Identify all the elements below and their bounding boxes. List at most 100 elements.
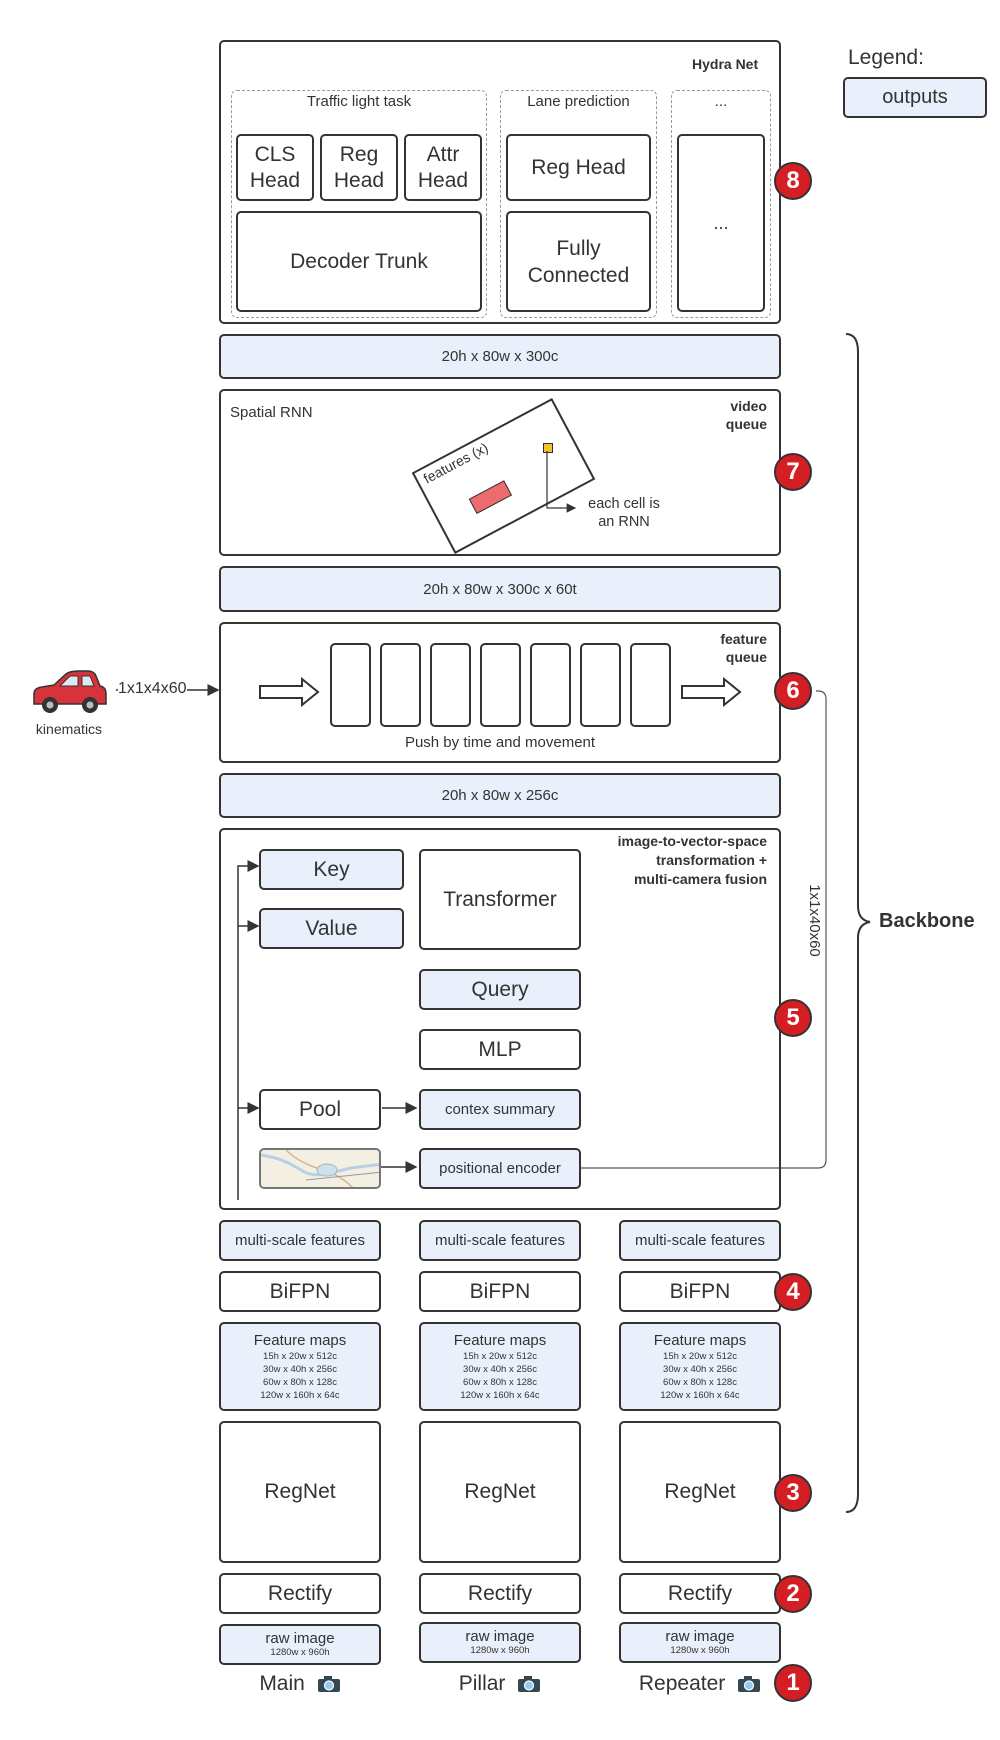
bifpn-main: BiFPN	[219, 1271, 381, 1312]
rnn-cell-marker	[543, 443, 553, 453]
rectify-main: Rectify	[219, 1573, 381, 1614]
rnn-cell-note: each cell is an RNN	[588, 496, 660, 530]
side-feedback-line	[581, 690, 827, 1169]
feature-maps-repeater: Feature maps 15h x 20w x 512c 30w x 40h …	[619, 1322, 781, 1411]
camera-label-pillar: Pillar	[419, 1672, 581, 1696]
rectify-repeater: Rectify	[619, 1573, 781, 1614]
positional-map-thumbnail	[259, 1148, 381, 1189]
queue-slot	[330, 643, 371, 727]
legend-outputs: outputs	[843, 77, 987, 118]
key-box: Key	[259, 849, 404, 890]
feature-maps-main: Feature maps 15h x 20w x 512c 30w x 40h …	[219, 1322, 381, 1411]
raw-image-repeater: raw image 1280w x 960h	[619, 1622, 781, 1663]
backbone-brace	[845, 333, 871, 1513]
step-badge-4: 4	[774, 1273, 812, 1311]
feature-map-size: 15h x 20w x 512c	[463, 1350, 537, 1362]
step-badge-1: 1	[774, 1664, 812, 1702]
transformer-box: Transformer	[419, 849, 581, 950]
fully-connected: Fully Connected	[506, 211, 651, 312]
queue-slot	[580, 643, 621, 727]
feature-map-size: 15h x 20w x 512c	[263, 1350, 337, 1362]
multi-scale-features-main: multi-scale features	[219, 1220, 381, 1261]
camera-label-main: Main	[219, 1672, 381, 1696]
feature-queue-caption: Push by time and movement	[404, 734, 596, 751]
feature-map-size: 120w x 160h x 64c	[260, 1389, 340, 1401]
tensor-20h-80w-256c: 20h x 80w x 256c	[219, 773, 781, 818]
step-badge-5: 5	[774, 999, 812, 1037]
value-box: Value	[259, 908, 404, 949]
queue-slot	[480, 643, 521, 727]
lane-prediction-title: Lane prediction	[527, 93, 630, 110]
side-dims-label: 1x1x40x60	[805, 884, 823, 957]
hollow-arrow-icon	[681, 677, 742, 707]
more-tasks-group	[671, 90, 771, 318]
mlp-box: MLP	[419, 1029, 581, 1070]
traffic-task-title: Traffic light task	[306, 93, 412, 110]
feature-map-size: 60w x 80h x 128c	[263, 1376, 337, 1388]
raw-image-main: raw image 1280w x 960h	[219, 1624, 381, 1665]
map-icon	[261, 1150, 379, 1187]
traffic-task-group	[231, 90, 487, 318]
positional-encoder-box: positional encoder	[419, 1148, 581, 1189]
feature-map-size: 30w x 40h x 256c	[463, 1363, 537, 1375]
raw-image-label: raw image	[265, 1630, 335, 1647]
raw-image-size: 1280w x 960h	[270, 1647, 330, 1658]
raw-image-label: raw image	[465, 1628, 535, 1645]
decoder-trunk: Decoder Trunk	[236, 211, 482, 312]
regnet-main: RegNet	[219, 1421, 381, 1563]
camera-name: Main	[259, 1672, 305, 1695]
multi-scale-features-repeater: multi-scale features	[619, 1220, 781, 1261]
attr-head: Attr Head	[404, 134, 482, 201]
query-box: Query	[419, 969, 581, 1010]
camera-icon	[317, 1676, 340, 1693]
kinematics-label: kinematics	[35, 721, 103, 737]
feature-map-size: 60w x 80h x 128c	[663, 1376, 737, 1388]
kinematics-dims: 1x1x4x60	[118, 680, 187, 698]
video-queue-label: video queue	[725, 398, 767, 432]
more-tasks-title: ...	[714, 93, 728, 110]
queue-slot	[430, 643, 471, 727]
legend-title: Legend:	[848, 46, 924, 69]
queue-slot	[380, 643, 421, 727]
feature-map-size: 60w x 80h x 128c	[463, 1376, 537, 1388]
feature-map-size: 120w x 160h x 64c	[660, 1389, 740, 1401]
fusion-title: image-to-vector-space transformation + m…	[617, 833, 767, 887]
step-badge-3: 3	[774, 1474, 812, 1512]
camera-icon	[518, 1676, 541, 1693]
feature-map-size: 120w x 160h x 64c	[460, 1389, 540, 1401]
backbone-label: Backbone	[879, 910, 975, 932]
raw-image-label: raw image	[665, 1628, 735, 1645]
regnet-pillar: RegNet	[419, 1421, 581, 1563]
feature-map-size: 30w x 40h x 256c	[663, 1363, 737, 1375]
tensor-20h-80w-300c-60t: 20h x 80w x 300c x 60t	[219, 566, 781, 612]
step-badge-2: 2	[774, 1575, 812, 1613]
reg-head-small: Reg Head	[320, 134, 398, 201]
raw-image-size: 1280w x 960h	[470, 1645, 530, 1656]
step-badge-8: 8	[774, 162, 812, 200]
bifpn-pillar: BiFPN	[419, 1271, 581, 1312]
spatial-rnn-title: Spatial RNN	[230, 404, 313, 421]
step-badge-6: 6	[774, 672, 812, 710]
pool-box: Pool	[259, 1089, 381, 1130]
rectify-pillar: Rectify	[419, 1573, 581, 1614]
feature-maps-pillar: Feature maps 15h x 20w x 512c 30w x 40h …	[419, 1322, 581, 1411]
bifpn-repeater: BiFPN	[619, 1271, 781, 1312]
feature-map-size: 30w x 40h x 256c	[263, 1363, 337, 1375]
queue-slot	[630, 643, 671, 727]
context-summary-box: contex summary	[419, 1089, 581, 1130]
hollow-arrow-icon	[259, 677, 320, 707]
feature-queue-label: feature queue	[720, 631, 767, 665]
queue-slot	[530, 643, 571, 727]
step-badge-7: 7	[774, 453, 812, 491]
feature-maps-title: Feature maps	[253, 1331, 347, 1349]
regnet-repeater: RegNet	[619, 1421, 781, 1563]
camera-name: Repeater	[638, 1672, 726, 1695]
tensor-20h-80w-300c: 20h x 80w x 300c	[219, 334, 781, 379]
feed-to-key	[237, 860, 260, 1200]
hydra-net-title: Hydra Net	[692, 56, 759, 72]
raw-image-size: 1280w x 960h	[670, 1645, 730, 1656]
multi-scale-features-pillar: multi-scale features	[419, 1220, 581, 1261]
camera-name: Pillar	[458, 1672, 506, 1695]
